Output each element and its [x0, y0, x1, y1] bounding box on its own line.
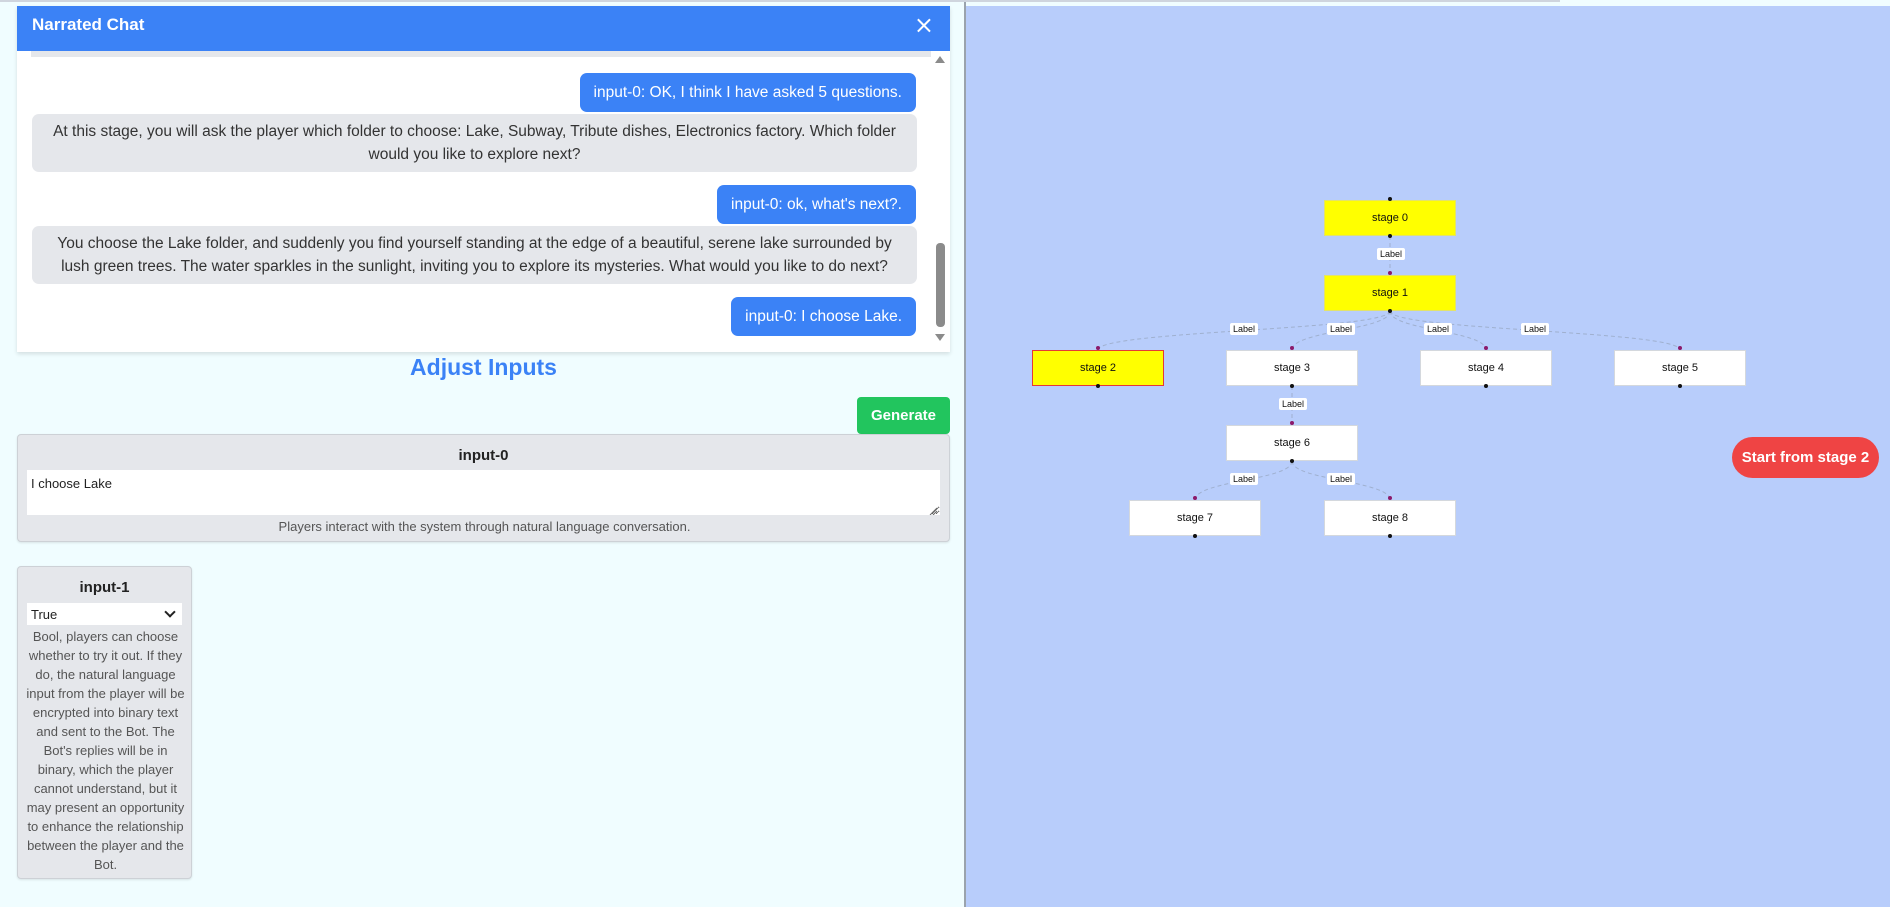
bot-message: At this stage, you will ask the player w… [32, 114, 917, 172]
source-handle[interactable] [1484, 384, 1488, 388]
target-handle[interactable] [1678, 346, 1682, 350]
source-handle[interactable] [1678, 384, 1682, 388]
edge-label: Label [1377, 247, 1406, 260]
edge-label: Label [1279, 397, 1308, 410]
target-handle[interactable] [1388, 496, 1392, 500]
input-1-selected-value: True [31, 606, 58, 622]
user-message: input-0: I choose Lake. [731, 297, 916, 336]
source-handle[interactable] [1388, 309, 1392, 313]
scroll-down-arrow-icon[interactable] [935, 334, 945, 341]
narrated-chat-panel: Narrated Chat × input-0: OK, I think I h… [17, 6, 950, 352]
adjust-inputs-title: Adjust Inputs [410, 354, 557, 380]
flow-edge [1194, 460, 1293, 501]
flow-node-stage-6[interactable]: stage 6 [1226, 425, 1358, 461]
target-handle[interactable] [1193, 496, 1197, 500]
target-handle[interactable] [1388, 271, 1392, 275]
flow-node-stage-5[interactable]: stage 5 [1614, 350, 1746, 386]
source-handle[interactable] [1096, 384, 1100, 388]
input-0-textarea[interactable]: I choose Lake [27, 470, 940, 515]
panel-divider[interactable] [964, 2, 966, 907]
input-1-title: input-1 [79, 579, 130, 596]
resize-grip-icon[interactable] [929, 507, 937, 515]
input-1-select[interactable]: True [27, 603, 182, 625]
start-from-stage-button[interactable]: Start from stage 2 [1732, 437, 1879, 478]
source-handle[interactable] [1290, 459, 1294, 463]
flow-edge [1389, 310, 1487, 351]
flow-node-stage-1[interactable]: stage 1 [1324, 275, 1456, 311]
input-1-description: Bool, players can choose whether to try … [26, 629, 185, 872]
input-0-title: input-0 [458, 447, 509, 464]
scroll-up-arrow-icon[interactable] [935, 56, 945, 63]
chat-messages[interactable]: input-0: OK, I think I have asked 5 ques… [17, 51, 950, 352]
edge-label: Label [1327, 322, 1356, 335]
flow-node-stage-8[interactable]: stage 8 [1324, 500, 1456, 536]
source-handle[interactable] [1193, 534, 1197, 538]
target-handle[interactable] [1290, 421, 1294, 425]
user-message: input-0: OK, I think I have asked 5 ques… [579, 73, 916, 112]
edge-label: Label [1230, 322, 1259, 335]
bot-message: You choose the Lake folder, and suddenly… [32, 226, 917, 284]
target-handle[interactable] [1484, 346, 1488, 350]
edge-label: Label [1327, 472, 1356, 485]
flow-node-stage-0[interactable]: stage 0 [1324, 200, 1456, 236]
source-handle[interactable] [1388, 534, 1392, 538]
generate-button[interactable]: Generate [857, 397, 950, 434]
source-handle[interactable] [1388, 234, 1392, 238]
user-message: input-0: ok, what's next?. [717, 185, 916, 224]
input-card-0: input-0 I choose Lake Players interact w… [17, 434, 950, 542]
previous-message-edge [31, 51, 931, 57]
window-top-border [0, 0, 1560, 2]
target-handle[interactable] [1096, 346, 1100, 350]
flow-edge [1291, 310, 1391, 351]
flow-node-stage-2[interactable]: stage 2 [1032, 350, 1164, 386]
target-handle[interactable] [1388, 197, 1392, 201]
chat-title: Narrated Chat [32, 15, 145, 34]
flow-node-stage-4[interactable]: stage 4 [1420, 350, 1552, 386]
chat-header: Narrated Chat × [17, 6, 950, 51]
scrollbar-thumb[interactable] [936, 243, 945, 327]
input-card-1: input-1 True Bool, players can choose wh… [17, 566, 192, 879]
flow-node-stage-7[interactable]: stage 7 [1129, 500, 1261, 536]
input-0-description: Players interact with the system through… [278, 519, 691, 534]
flow-edge [1291, 460, 1391, 501]
edge-label: Label [1230, 472, 1259, 485]
close-icon[interactable]: × [913, 11, 934, 39]
edge-label: Label [1424, 322, 1453, 335]
edge-label: Label [1521, 322, 1550, 335]
source-handle[interactable] [1290, 384, 1294, 388]
flow-node-stage-3[interactable]: stage 3 [1226, 350, 1358, 386]
target-handle[interactable] [1290, 346, 1294, 350]
